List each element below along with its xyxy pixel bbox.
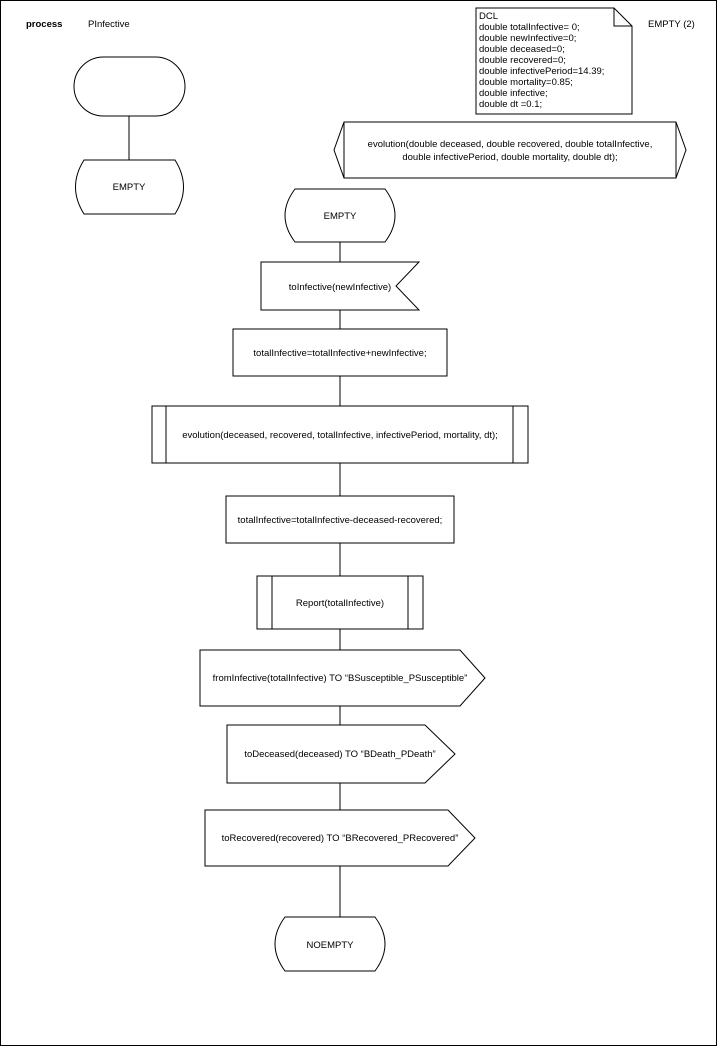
task-symbol-add-infective[interactable]: totalInfective=totalInfective+newInfecti… [232,328,448,377]
output-signal-symbol-death[interactable]: toDeceased(deceased) TO “BDeath_PDeath” [226,724,456,784]
procedure-call-symbol[interactable]: evolution(deceased, recovered, totalInfe… [151,405,529,464]
process-keyword: process [26,19,62,30]
dcl-line: double mortality=0.85; [479,77,573,88]
dcl-line: double recovered=0; [479,55,566,66]
start-symbol[interactable] [73,56,186,117]
procedure-call-label: evolution(deceased, recovered, totalInfe… [182,430,498,441]
task-label: totalInfective=totalInfective+newInfecti… [253,348,426,359]
dcl-line: double infectivePeriod=14.39; [479,66,604,77]
declaration-text-symbol[interactable]: DCL double totalInfective= 0; double new… [475,7,633,115]
output-signal-label: toDeceased(deceased) TO “BDeath_PDeath” [244,749,435,760]
input-signal-label: toInfective(newInfective) [289,282,391,293]
output-signal-symbol-susceptible[interactable]: fromInfective(totalInfective) TO “BSusce… [199,649,486,707]
input-signal-symbol[interactable]: toInfective(newInfective) [260,261,421,311]
macro-call-symbol[interactable]: Report(totalInfective) [256,575,424,630]
state-symbol-noempty[interactable]: NOEMPTY [274,916,386,972]
macro-call-label: Report(totalInfective) [296,598,384,609]
procedure-declaration-symbol[interactable]: evolution(double deceased, double recove… [333,121,687,179]
state-label: EMPTY [324,211,357,222]
output-signal-label: toRecovered(recovered) TO “BRecovered_PR… [222,833,459,844]
dcl-line: double totalInfective= 0; [479,22,580,33]
dcl-line: double deceased=0; [479,44,565,55]
dcl-line: double infective; [479,88,548,99]
task-label: totalInfective=totalInfective-deceased-r… [238,515,443,526]
state-symbol-empty[interactable]: EMPTY [284,188,396,243]
process-name: PInfective [88,19,130,30]
task-symbol-subtract[interactable]: totalInfective=totalInfective-deceased-r… [225,495,455,544]
dcl-line: double newInfective=0; [479,33,576,44]
state-label: EMPTY [113,182,146,193]
procedure-decl-line: double infectivePeriod, double mortality… [402,152,617,163]
state-symbol-empty-start[interactable]: EMPTY [75,159,184,215]
page-label: EMPTY (2) [648,19,695,30]
dcl-line: DCL [479,11,498,22]
procedure-decl-line: evolution(double deceased, double recove… [368,139,653,150]
output-signal-label: fromInfective(totalInfective) TO “BSusce… [213,673,468,684]
dcl-line: double dt =0.1; [479,99,542,110]
state-label: NOEMPTY [307,940,355,951]
output-signal-symbol-recovered[interactable]: toRecovered(recovered) TO “BRecovered_PR… [204,809,476,867]
